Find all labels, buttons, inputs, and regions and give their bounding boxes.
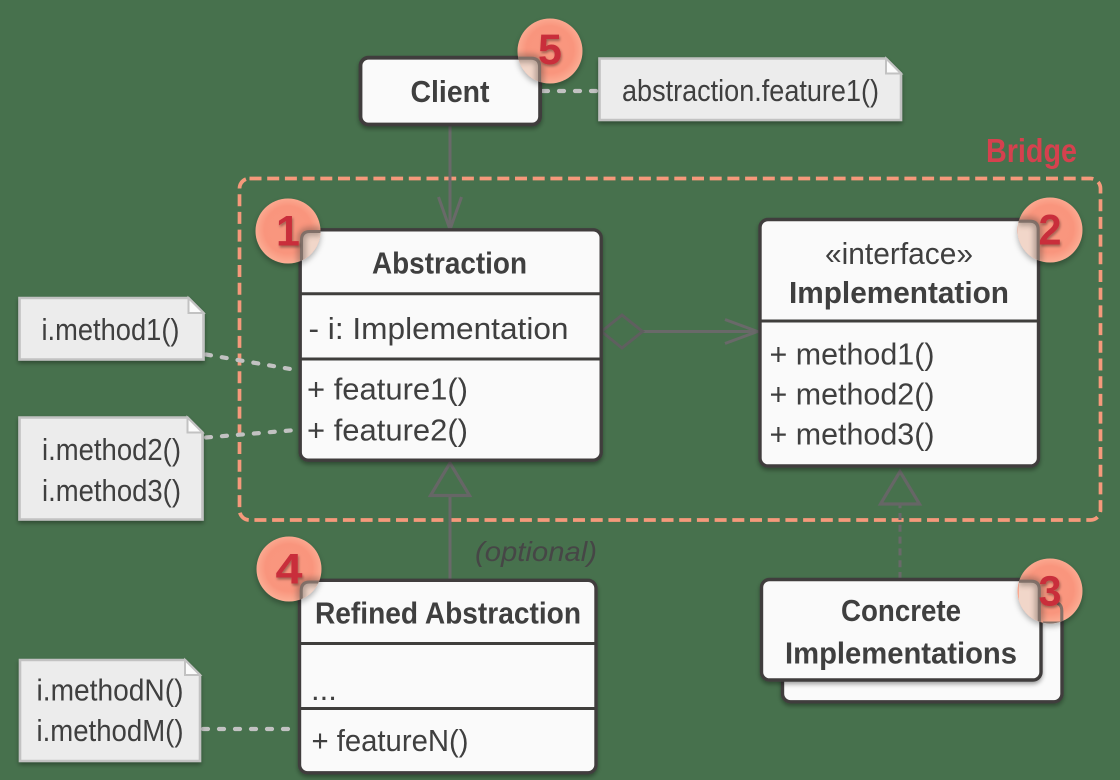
- svg-text:+ method1(): + method1(): [770, 337, 935, 372]
- svg-text:Refined Abstraction: Refined Abstraction: [315, 596, 581, 631]
- svg-text:Bridge: Bridge: [986, 132, 1077, 169]
- svg-text:+ feature2(): + feature2(): [307, 413, 468, 448]
- svg-text:Abstraction: Abstraction: [372, 246, 527, 281]
- svg-text:Implementation: Implementation: [789, 275, 1009, 310]
- svg-text:Implementations: Implementations: [785, 636, 1017, 671]
- svg-text:2: 2: [1039, 207, 1062, 255]
- svg-text:i.methodN(): i.methodN(): [37, 673, 184, 708]
- svg-text:3: 3: [1039, 568, 1062, 616]
- svg-text:5: 5: [538, 26, 562, 74]
- svg-text:i.method3(): i.method3(): [42, 473, 181, 508]
- svg-text:(optional): (optional): [475, 536, 597, 567]
- svg-text:abstraction.feature1(): abstraction.feature1(): [622, 73, 879, 108]
- svg-text:Concrete: Concrete: [841, 593, 961, 628]
- svg-text:i.method1(): i.method1(): [42, 312, 180, 347]
- svg-text:4: 4: [276, 546, 303, 594]
- svg-text:Client: Client: [411, 74, 490, 109]
- svg-text:«interface»: «interface»: [825, 236, 973, 271]
- svg-text:+ method3(): + method3(): [770, 417, 935, 452]
- svg-text:+ method2(): + method2(): [770, 377, 935, 412]
- svg-text:i.method2(): i.method2(): [42, 432, 181, 467]
- svg-text:...: ...: [311, 672, 337, 707]
- svg-text:i.methodM(): i.methodM(): [37, 713, 184, 748]
- svg-text:+ featureN(): + featureN(): [312, 723, 469, 758]
- svg-text:- i: Implementation: - i: Implementation: [309, 311, 569, 346]
- svg-text:+ feature1(): + feature1(): [307, 372, 468, 407]
- svg-text:1: 1: [276, 208, 300, 256]
